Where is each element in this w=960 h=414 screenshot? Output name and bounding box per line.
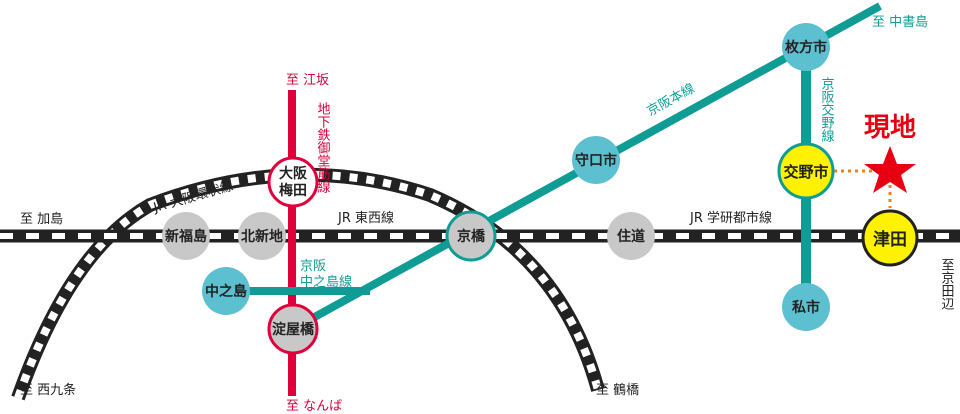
destination-kashima: 至 加島 [20, 212, 63, 227]
station-shinfukushima[interactable]: 新福島 [162, 212, 210, 260]
station-label: 守口市 [575, 152, 617, 169]
station-katanoshi[interactable]: 交野市 [777, 142, 835, 200]
station-yodoyabashi[interactable]: 淀屋橋 [267, 303, 319, 355]
keihan-nakanoshima-label-2: 中之島線 [300, 274, 352, 290]
station-label: 京橋 [457, 228, 486, 245]
keihan-nakanoshima-label-1: 京阪 [300, 259, 326, 274]
station-label: 津田 [873, 229, 907, 250]
destination-namba: 至 なんば [286, 399, 342, 414]
station-label: 住道 [617, 228, 645, 245]
station-sumimichi[interactable]: 住道 [607, 212, 655, 260]
station-label: 交野市 [783, 163, 828, 181]
station-kisaichi[interactable]: 私市 [782, 283, 830, 331]
current-location-label: 現地 [864, 113, 916, 143]
station-label: 北新地 [241, 228, 283, 245]
destination-nakashojima: 至 中書島 [872, 15, 928, 30]
destination-kyotanabe: 至京田辺 [939, 258, 955, 310]
star-icon [864, 146, 916, 193]
station-tsuda[interactable]: 津田 [861, 209, 919, 267]
station-label: 枚方市 [785, 39, 827, 56]
station-label: 私市 [792, 299, 820, 316]
station-kitashinchi[interactable]: 北新地 [238, 212, 286, 260]
station-moriguchishi[interactable]: 守口市 [572, 136, 620, 184]
station-label: 中之島 [205, 283, 247, 300]
subway-midosuji-label: 地下鉄御堂筋線 [315, 102, 331, 193]
jr-tozai-label: JR 東西線 [337, 210, 394, 226]
station-kyobashi[interactable]: 京橋 [445, 210, 497, 262]
jr-gakkentoshi-label: JR 学研都市線 [689, 210, 772, 226]
destination-tsuruhashi: 至 鶴橋 [596, 382, 639, 398]
current-location-marker: 現地 [864, 113, 916, 193]
station-label-line2: 梅田 [279, 182, 307, 199]
station-label-line1: 大阪 [279, 165, 308, 182]
destination-nishikujo: 至 西九条 [20, 382, 76, 398]
station-label: 新福島 [165, 228, 207, 245]
station-hirakatashi[interactable]: 枚方市 [782, 23, 830, 71]
station-osaka-umeda[interactable]: 大阪 梅田 [267, 156, 319, 208]
station-label: 淀屋橋 [272, 321, 315, 338]
station-nakanoshima[interactable]: 中之島 [202, 267, 250, 315]
destination-esaka: 至 江坂 [286, 73, 329, 88]
keihan-katano-label: 京阪交野線 [819, 77, 835, 142]
